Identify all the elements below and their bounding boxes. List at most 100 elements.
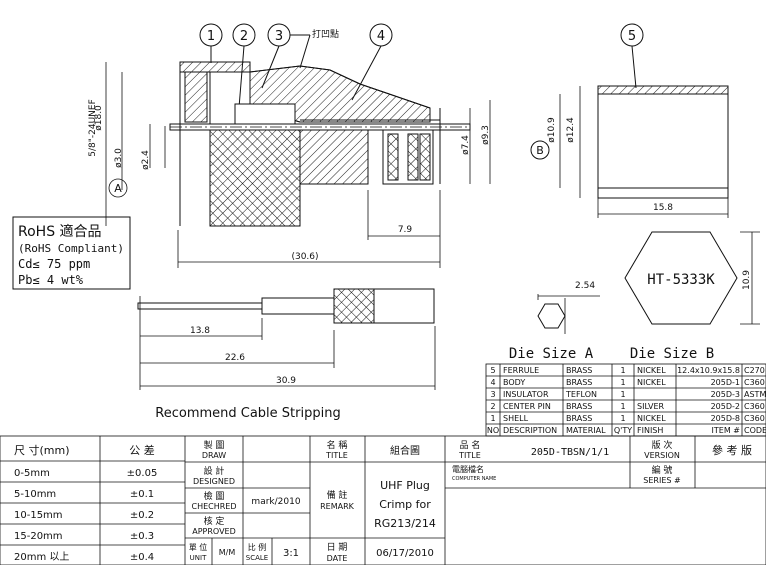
- balloon-4-label: 4: [377, 29, 385, 44]
- bom-row-material: BRASS: [566, 414, 592, 423]
- strip-dim-309: 30.9: [276, 376, 296, 386]
- check-value: mark/2010: [251, 497, 300, 507]
- bom-row-code: C360: [744, 414, 765, 423]
- bom-header-item: ITEM #: [712, 426, 741, 435]
- size-range: 5-10mm: [14, 489, 56, 500]
- date-zh: 日 期: [327, 542, 348, 553]
- draw-zh: 製 圖: [204, 439, 225, 451]
- series-zh: 編 號: [652, 464, 673, 476]
- section-marker-a: A: [114, 182, 122, 195]
- bom-row-no: 1: [490, 414, 495, 423]
- balloon-1-label: 1: [207, 29, 215, 44]
- strip-dim-226: 22.6: [225, 353, 245, 363]
- name-zh: 品 名: [460, 439, 481, 451]
- remark-zh: 備 註: [327, 489, 348, 501]
- bom-row-code: C360: [744, 402, 765, 411]
- bom-row-finish: NICKEL: [637, 378, 666, 387]
- bom-row-finish: SILVER: [637, 402, 665, 411]
- tolerance-value: ±0.05: [127, 468, 158, 479]
- part-number: 205D-TBSN/1/1: [531, 447, 609, 458]
- desc-line-3: RG213/214: [374, 517, 436, 530]
- bom-header-code: CODE: [744, 426, 766, 435]
- bom-row-code: C270: [744, 366, 765, 375]
- title-block-grid: [0, 435, 766, 565]
- bom-header-qty: Q'TY: [614, 426, 632, 435]
- size-range: 10-15mm: [14, 510, 63, 521]
- left-dimensions: [105, 62, 491, 226]
- ferrule-drawing: [530, 85, 729, 218]
- title-zh: 名 稱: [327, 439, 348, 451]
- tolerance-value: ±0.4: [130, 552, 154, 563]
- crimp-note: 打凹點: [312, 28, 339, 40]
- bom-row-code: C360: [744, 378, 765, 387]
- bom-row-item: 205D-8: [711, 414, 740, 423]
- cable-stripping-drawing: [137, 288, 436, 390]
- tolerance-header: 公 差: [129, 443, 155, 457]
- series-en: SERIES #: [643, 476, 681, 485]
- bom-row-desc: BODY: [503, 378, 525, 387]
- computer-en: COMPUTER NAME: [452, 476, 496, 482]
- rohs-line-2: (RoHS Compliant): [18, 242, 124, 255]
- die-label: HT-5333K: [647, 272, 715, 288]
- bom-row-item: 205D-1: [711, 378, 740, 387]
- rohs-line-4: Pb≤ 4 wt%: [18, 273, 84, 287]
- bom-header-desc: DESCRIPTION: [503, 426, 557, 435]
- bom-header-no: NO: [487, 426, 499, 435]
- section-marker-b: B: [536, 144, 544, 157]
- bom-row-material: BRASS: [566, 378, 592, 387]
- bom-row-desc: SHELL: [503, 414, 529, 423]
- rohs-line-1: RoHS 適合品: [18, 223, 102, 240]
- desc-line-2: Crimp for: [379, 498, 431, 511]
- dim-l254: 2.54: [575, 281, 595, 291]
- date-en: DATE: [327, 554, 348, 563]
- dim-d74: ø7.4: [461, 135, 471, 155]
- bom-header-material: MATERIAL: [566, 426, 606, 435]
- approve-zh: 核 定: [204, 515, 225, 527]
- date-value: 06/17/2010: [376, 548, 434, 559]
- bom-row-desc: INSULATOR: [503, 390, 549, 399]
- unit-value: M/M: [219, 548, 236, 557]
- strip-dim-138: 13.8: [190, 326, 210, 336]
- bom-row-qty: 1: [620, 366, 625, 375]
- size-header: 尺 寸(mm): [14, 443, 70, 457]
- bom-row-qty: 1: [620, 378, 625, 387]
- reference-zh: 參 考 版: [712, 443, 752, 457]
- dim-l158: 15.8: [653, 203, 673, 213]
- unit-en: UNIT: [190, 554, 207, 562]
- dim-d109: ø10.9: [547, 117, 557, 143]
- bom-row-qty: 1: [620, 414, 625, 423]
- connector-section: [169, 61, 471, 227]
- bom-row-no: 5: [490, 366, 495, 375]
- check-zh: 檢 圖: [204, 490, 225, 502]
- design-zh: 設 計: [204, 465, 225, 477]
- bottom-dimensions: [177, 190, 441, 268]
- remark-en: REMARK: [320, 502, 355, 511]
- bom-row-material: BRASS: [566, 366, 592, 375]
- size-range: 0-5mm: [14, 468, 50, 479]
- bom-row-no: 4: [490, 378, 495, 387]
- dim-d24: ø2.4: [141, 150, 151, 170]
- dim-d18: ø18.0: [94, 105, 104, 131]
- bom-row-finish: NICKEL: [637, 366, 666, 375]
- size-range: 20mm 以上: [14, 551, 69, 563]
- bom-row-item: 205D-3: [711, 390, 740, 399]
- bom-row-qty: 1: [620, 402, 625, 411]
- name-en: TITLE: [458, 451, 481, 460]
- bom-row-no: 3: [490, 390, 495, 399]
- balloon-3-label: 3: [275, 29, 283, 44]
- dim-l79: 7.9: [398, 225, 413, 235]
- dim-thread: 5/8"-24UNEF: [88, 99, 98, 157]
- balloon-2-label: 2: [240, 29, 248, 44]
- title-en: TITLE: [325, 451, 348, 460]
- bom-row-material: BRASS: [566, 402, 592, 411]
- version-en: VERSION: [644, 451, 680, 460]
- rohs-line-3: Cd≤ 75 ppm: [18, 257, 90, 271]
- bom-row-desc: FERRULE: [503, 366, 539, 375]
- scale-en: SCALE: [246, 554, 268, 562]
- dim-d124: ø12.4: [566, 117, 576, 143]
- scale-zh: 比 例: [248, 542, 267, 552]
- bom-row-desc: CENTER PIN: [503, 402, 551, 411]
- assembly-label: 組合圖: [390, 444, 420, 457]
